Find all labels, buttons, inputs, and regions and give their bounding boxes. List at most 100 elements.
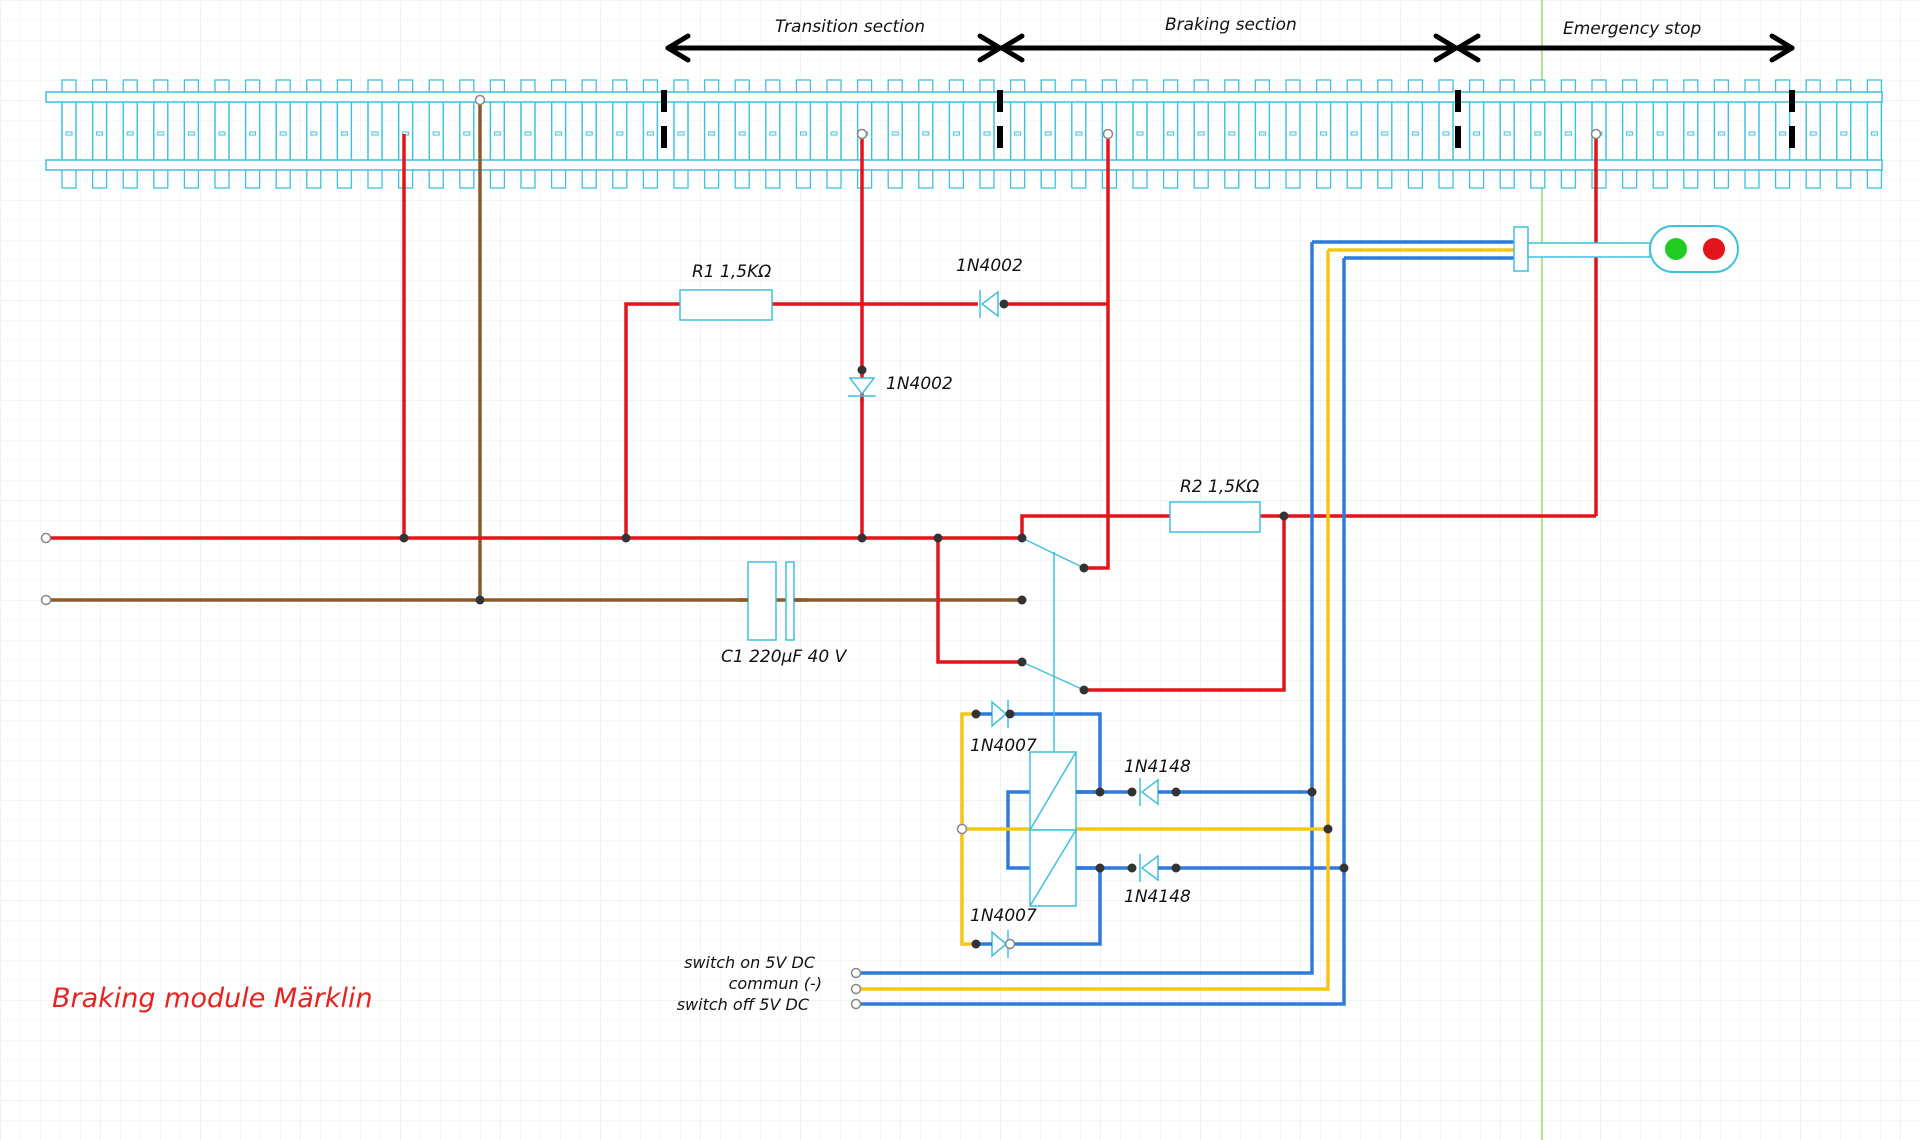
track-clip (922, 131, 930, 136)
junction-dot (1095, 787, 1105, 797)
brown-wires (46, 100, 1022, 602)
transition-section-label: Transition section (775, 17, 926, 37)
track-clip (1656, 131, 1664, 136)
junction-dot (1017, 595, 1027, 605)
diode-1n4002-vertical (848, 377, 876, 402)
emergency-stop-label: Emergency stop (1563, 19, 1702, 39)
track-clip (1473, 131, 1481, 136)
braking-section-label: Braking section (1165, 15, 1297, 35)
c1-label: C1 220µF 40 V (721, 647, 847, 667)
emergency-arrow-right (1769, 33, 1795, 63)
track-clip (952, 131, 960, 136)
diode-1n4002-top-label: 1N4002 (956, 256, 1023, 276)
track-clip (493, 131, 501, 136)
junction-dot (857, 365, 867, 375)
junction-dot (1171, 863, 1181, 873)
junction-dot (999, 299, 1009, 309)
track-clip (983, 131, 991, 136)
terminal (1590, 128, 1602, 140)
r1-label: R1 1,5KΩ (692, 262, 772, 282)
gap-marker (1789, 126, 1795, 148)
junction-dot (1127, 787, 1137, 797)
junction-dot (1339, 863, 1349, 873)
track-clip (1044, 131, 1052, 136)
junction-dot (1017, 533, 1027, 543)
track-clip (1075, 131, 1083, 136)
track-clip (524, 131, 532, 136)
track-clip (1350, 131, 1358, 136)
gap-marker (661, 90, 667, 112)
terminal (1004, 938, 1016, 950)
junctions (399, 299, 1349, 949)
track-clip (1564, 131, 1572, 136)
terminal (474, 94, 486, 106)
track-rail (45, 159, 1883, 171)
junction-dot (1323, 824, 1333, 834)
terminal (850, 983, 862, 995)
section-arrows (665, 33, 1795, 63)
track-clip (1411, 131, 1419, 136)
terminal (850, 998, 862, 1010)
track-clip (677, 131, 685, 136)
track-clip (371, 131, 379, 136)
relay-contacts (1021, 537, 1085, 752)
track-clip (1626, 131, 1634, 136)
track-clip (585, 131, 593, 136)
track-clip (157, 131, 165, 136)
junction-dot (1127, 863, 1137, 873)
track-clip (1289, 131, 1297, 136)
braking-arrow-left (999, 33, 1025, 63)
junction-dot (971, 939, 981, 949)
signal-green-lamp (1665, 238, 1687, 260)
track-clip (1136, 131, 1144, 136)
junction-dot (1017, 657, 1027, 667)
junction-dot (1171, 787, 1181, 797)
track-clip (708, 131, 716, 136)
junction-dot (1279, 511, 1289, 521)
track-clip (1809, 131, 1817, 136)
r2-label: R2 1,5KΩ (1180, 477, 1260, 497)
junction-dot (475, 595, 485, 605)
track-clip (1167, 131, 1175, 136)
terminal (1102, 128, 1114, 140)
track-clip (830, 131, 838, 136)
track-clip (1748, 131, 1756, 136)
track-clip (249, 131, 257, 136)
track-clip (1717, 131, 1725, 136)
junction-dot (1307, 787, 1317, 797)
track-clip (463, 131, 471, 136)
terminal (40, 532, 52, 544)
terminal (850, 967, 862, 979)
track-clip (126, 131, 134, 136)
track-clip (96, 131, 104, 136)
junction-dot (1005, 709, 1015, 719)
track-clip (310, 131, 318, 136)
gap-marker (997, 126, 1003, 148)
track-clip (1014, 131, 1022, 136)
diode-1n4148-top-label: 1N4148 (1124, 757, 1191, 777)
track-clip (432, 131, 440, 136)
track-clip (891, 131, 899, 136)
signal (1312, 225, 1739, 273)
diode-1n4007-top-label: 1N4007 (970, 736, 1037, 756)
terminals (40, 94, 1602, 1010)
terminal (40, 594, 52, 606)
capacitor-c1 (738, 561, 808, 641)
track-clip (555, 131, 563, 136)
track-clip (1503, 131, 1511, 136)
track-clip (616, 131, 624, 136)
gap-marker (661, 126, 667, 148)
track-clip (1197, 131, 1205, 136)
blue-wires (856, 242, 1346, 1006)
track-clip (1381, 131, 1389, 136)
track-clip (340, 131, 348, 136)
diode-1n4002-top (979, 290, 999, 318)
gap-marker (997, 90, 1003, 112)
gap-marker (1455, 126, 1461, 148)
track-clip (187, 131, 195, 136)
relay-coils (1029, 751, 1077, 907)
junction-dot (933, 533, 943, 543)
track-clip (738, 131, 746, 136)
diagram-title: Braking module Märklin (52, 983, 373, 1014)
